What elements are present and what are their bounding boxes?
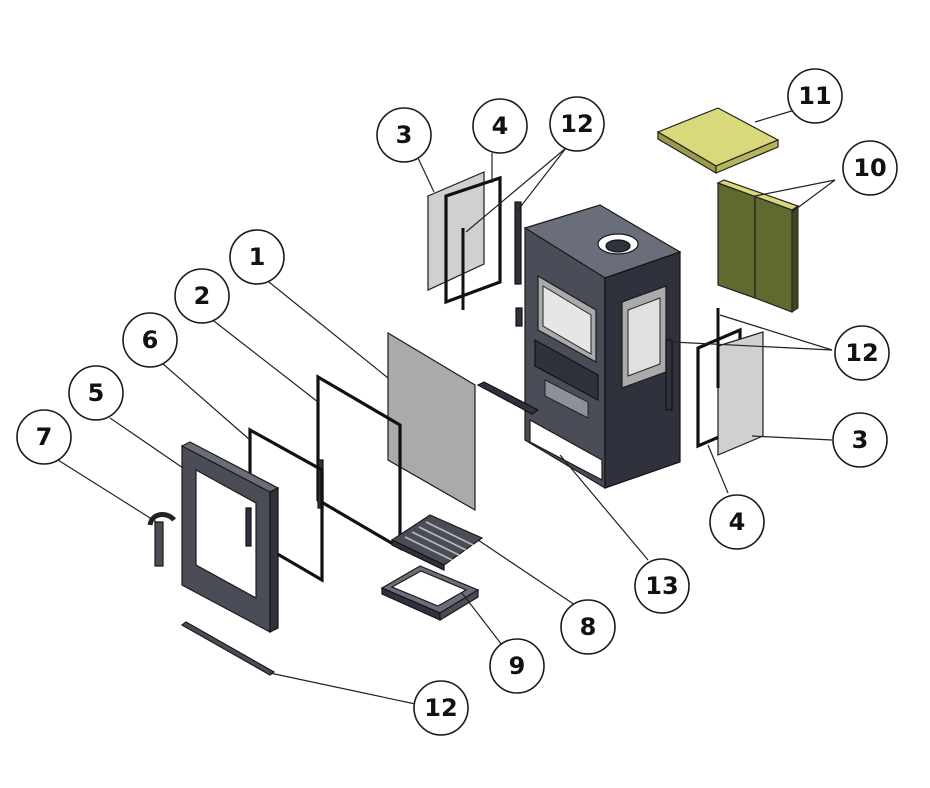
callout-12-right: 12: [834, 325, 890, 381]
svg-text:8: 8: [580, 613, 597, 641]
callout-9: 9: [489, 638, 545, 694]
callout-8: 8: [560, 599, 616, 655]
side-glass-group-left: [427, 171, 522, 310]
callout-11: 11: [787, 68, 843, 124]
svg-text:4: 4: [729, 508, 746, 536]
callout-12-top: 12: [549, 96, 605, 152]
callout-3-top: 3: [376, 107, 432, 163]
svg-text:13: 13: [645, 572, 678, 600]
stove-body: [515, 204, 682, 490]
svg-text:6: 6: [142, 326, 159, 354]
svg-text:5: 5: [88, 379, 105, 407]
part-10-bricks: [716, 179, 800, 313]
callout-1: 1: [229, 229, 285, 285]
svg-text:2: 2: [194, 282, 211, 310]
svg-text:3: 3: [396, 121, 413, 149]
svg-text:12: 12: [845, 339, 878, 367]
callout-6: 6: [122, 312, 178, 368]
svg-text:10: 10: [853, 154, 886, 182]
part-8-grate: [390, 514, 484, 571]
svg-text:4: 4: [492, 112, 509, 140]
callout-5: 5: [68, 365, 124, 421]
callout-3-right: 3: [832, 412, 888, 468]
callout-12-bottom: 12: [413, 680, 469, 736]
svg-text:9: 9: [509, 652, 526, 680]
part-7-handle: [147, 512, 176, 567]
part-9-ash-tray: [380, 565, 480, 622]
callout-10: 10: [842, 140, 898, 196]
side-glass-group-right: [696, 308, 764, 456]
svg-text:12: 12: [424, 694, 457, 722]
part-12-strip-bottom: [180, 621, 276, 676]
callout-4-top: 4: [472, 98, 528, 154]
callout-2: 2: [174, 268, 230, 324]
svg-text:7: 7: [36, 423, 53, 451]
svg-text:3: 3: [852, 426, 869, 454]
leader-lines: [57, 109, 836, 706]
part-11-top-brick: [656, 107, 780, 175]
svg-text:1: 1: [249, 243, 266, 271]
callout-4-right: 4: [709, 494, 765, 550]
svg-text:12: 12: [560, 110, 593, 138]
callout-7: 7: [16, 409, 72, 465]
svg-text:11: 11: [798, 82, 831, 110]
part-13-rod: [476, 381, 540, 415]
callout-13: 13: [634, 558, 690, 614]
part-5-door: [180, 441, 280, 634]
